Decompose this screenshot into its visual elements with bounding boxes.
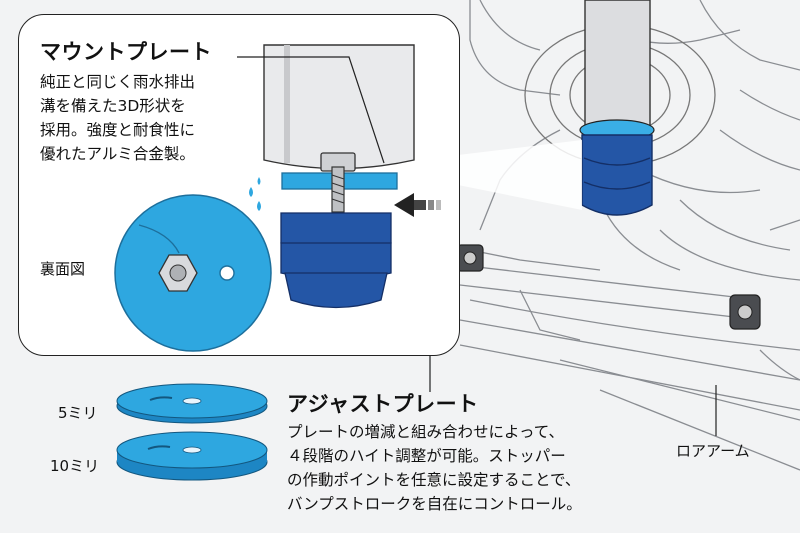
mount-plate-description: 純正と同じく雨水排出 溝を備えた3D形状を 採用。強度と耐食性に 優れたアルミ合… — [40, 73, 196, 163]
adjust-plate-description: プレートの増減と組み合わせによって、 ４段階のハイト調整が可能。ストッパー の作… — [287, 423, 582, 513]
mount-plate-rear-view-icon — [114, 194, 272, 352]
adjust-plate-title: アジャストプレート — [287, 392, 479, 416]
adjust-plates-drawing — [116, 383, 268, 481]
mount-plate-detail-drawing — [114, 44, 441, 352]
mount-plate-title: マウントプレート — [40, 40, 212, 64]
mount-plate-callout — [18, 14, 460, 356]
plate-10mm-icon — [116, 431, 268, 481]
rear-view-label: 裏面図 — [40, 260, 86, 278]
plate-5mm-icon — [116, 383, 268, 424]
lower-arm-label: ロアアーム — [676, 442, 750, 460]
plate-5mm-label: 5ミリ — [58, 404, 98, 422]
plate-10mm-label: 10ミリ — [50, 457, 100, 475]
